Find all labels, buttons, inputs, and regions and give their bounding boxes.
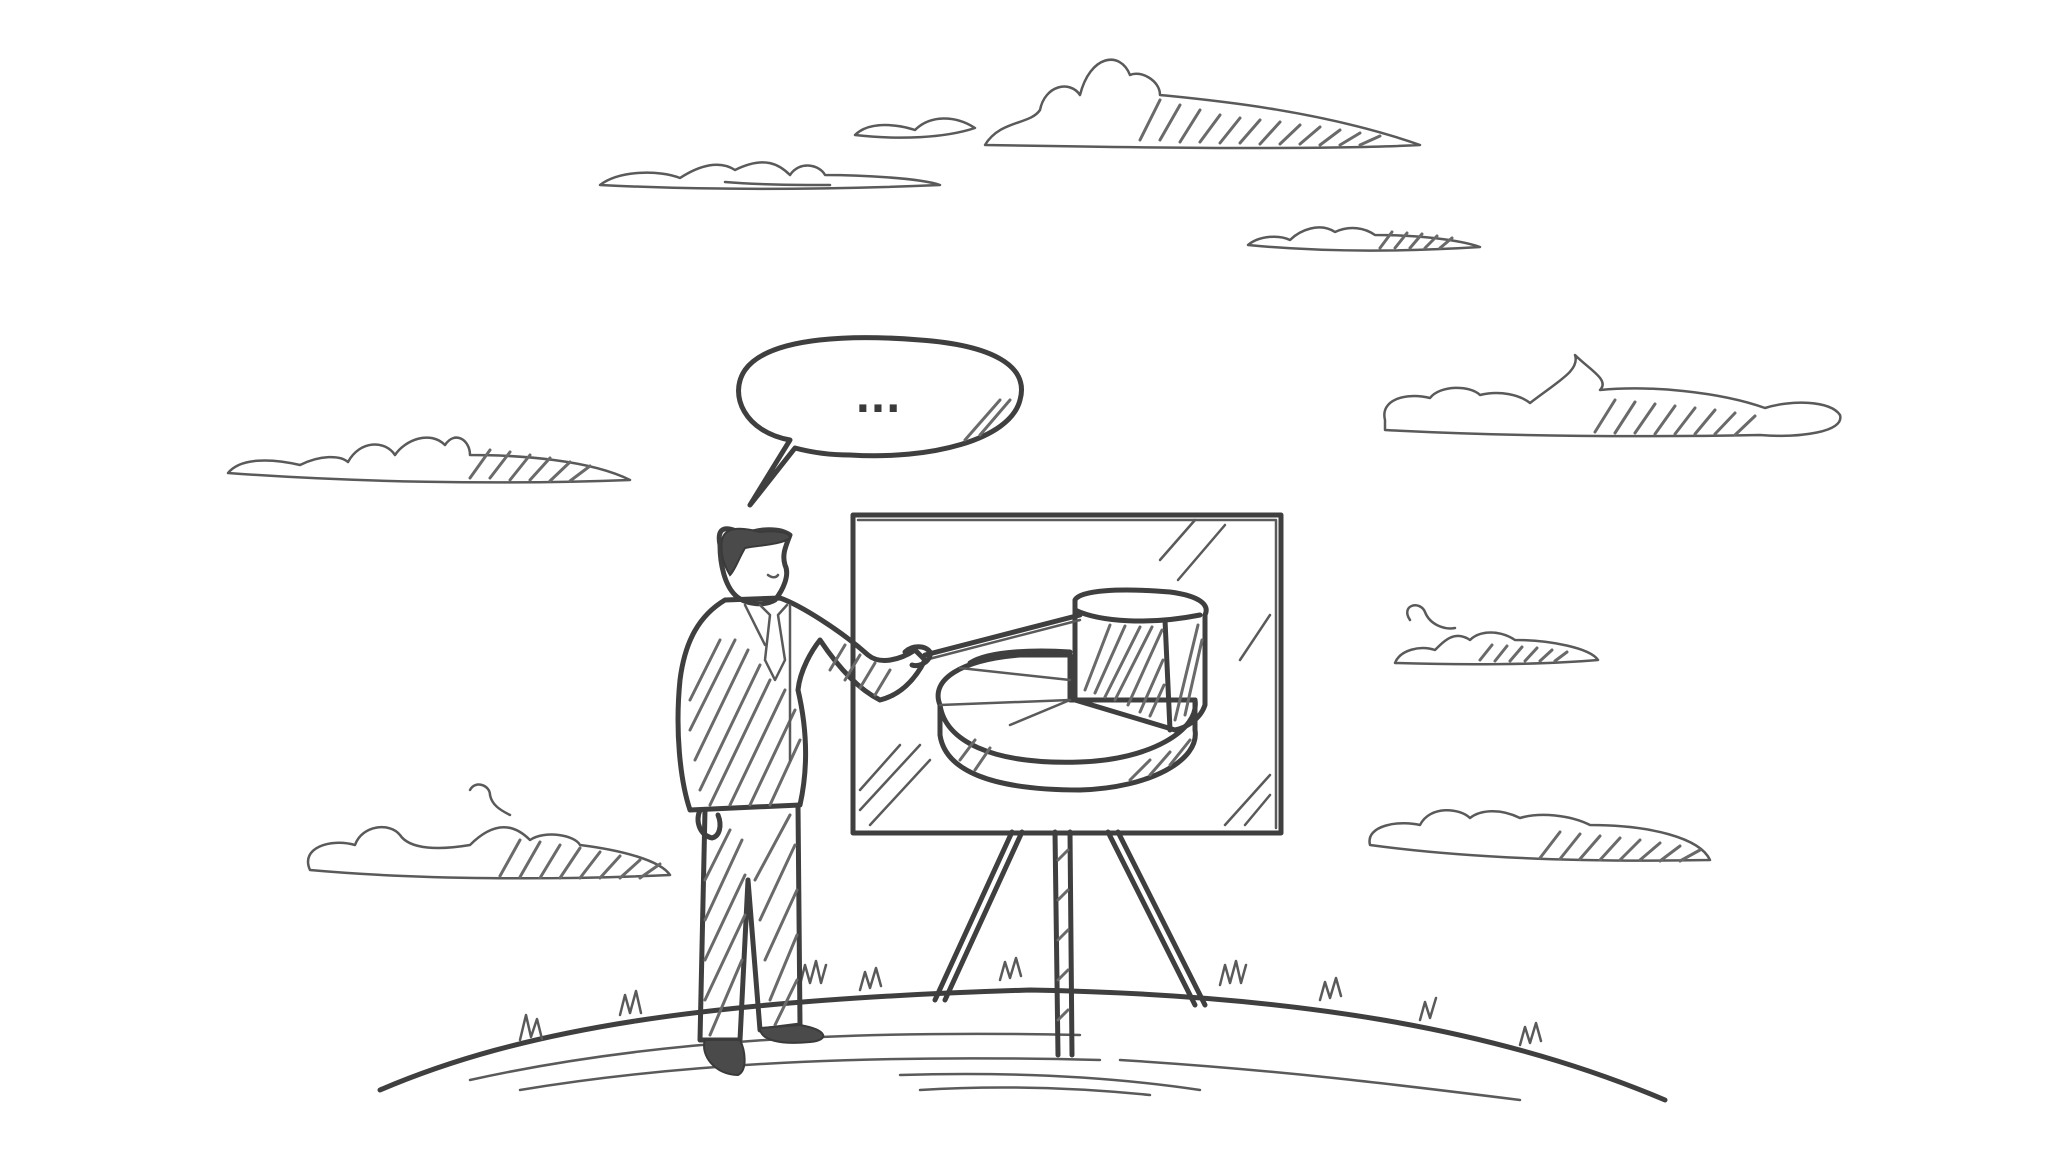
cloud-top-center xyxy=(853,58,1422,150)
cloud-top-left xyxy=(598,161,942,190)
pointer-stick xyxy=(922,612,1083,662)
speech-bubble-text: ... xyxy=(855,376,901,422)
cloud-right-small xyxy=(1393,604,1600,666)
cloud-bottom-left xyxy=(306,783,672,880)
businessman xyxy=(675,526,933,1077)
cloud-mid-right xyxy=(1383,353,1842,438)
cloud-mid-left xyxy=(226,436,632,484)
pie-chart-drawing xyxy=(935,587,1209,793)
presentation-board xyxy=(850,512,1284,836)
cloud-top-right xyxy=(1246,226,1482,252)
grass-hill xyxy=(377,956,1668,1103)
easel-stand xyxy=(932,829,1208,1058)
cloud-bottom-right xyxy=(1368,808,1712,863)
speech-bubble: ... xyxy=(736,335,1024,508)
